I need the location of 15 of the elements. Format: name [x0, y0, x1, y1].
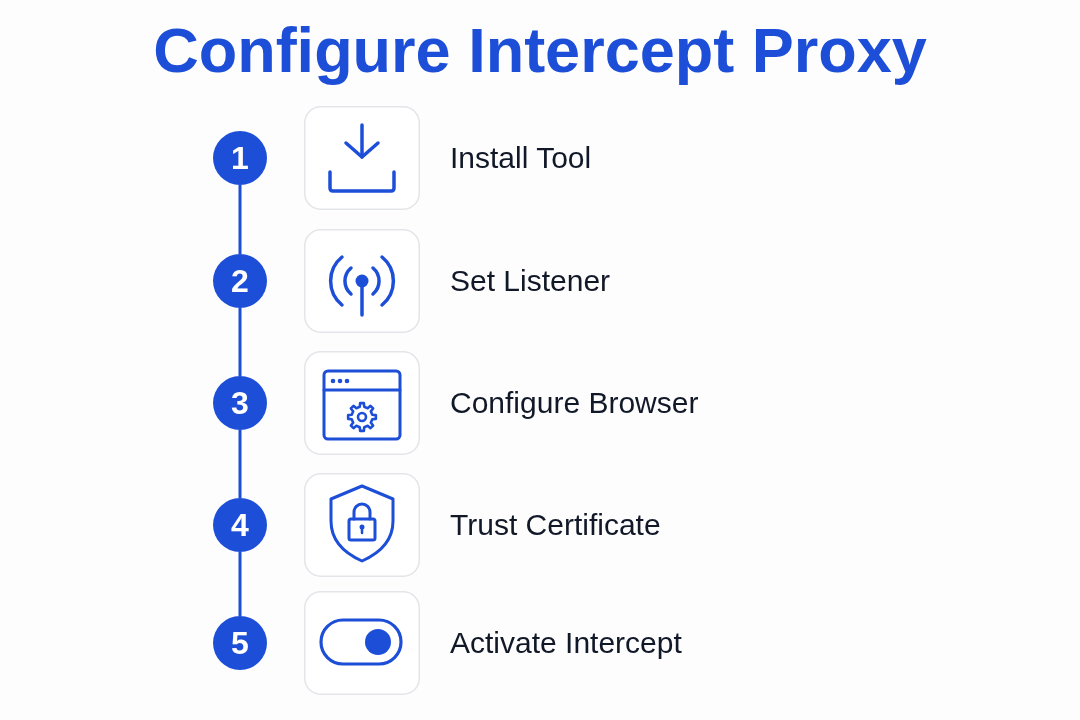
step-label: Trust Certificate [450, 508, 661, 542]
step-label: Configure Browser [450, 386, 699, 420]
step-number-circle: 5 [213, 616, 267, 670]
connector-line [238, 430, 242, 498]
step-number-circle: 2 [213, 254, 267, 308]
step-number-circle: 1 [213, 131, 267, 185]
title: Configure Intercept Proxy [153, 14, 927, 86]
step-label: Set Listener [450, 264, 611, 298]
connector-line [238, 552, 242, 616]
step-number-circle: 4 [213, 498, 267, 552]
step-label: Install Tool [450, 141, 592, 175]
step-number-circle: 3 [213, 376, 267, 430]
connector-line [238, 185, 242, 254]
connector-line [238, 308, 242, 376]
step-label: Activate Intercept [450, 626, 682, 660]
